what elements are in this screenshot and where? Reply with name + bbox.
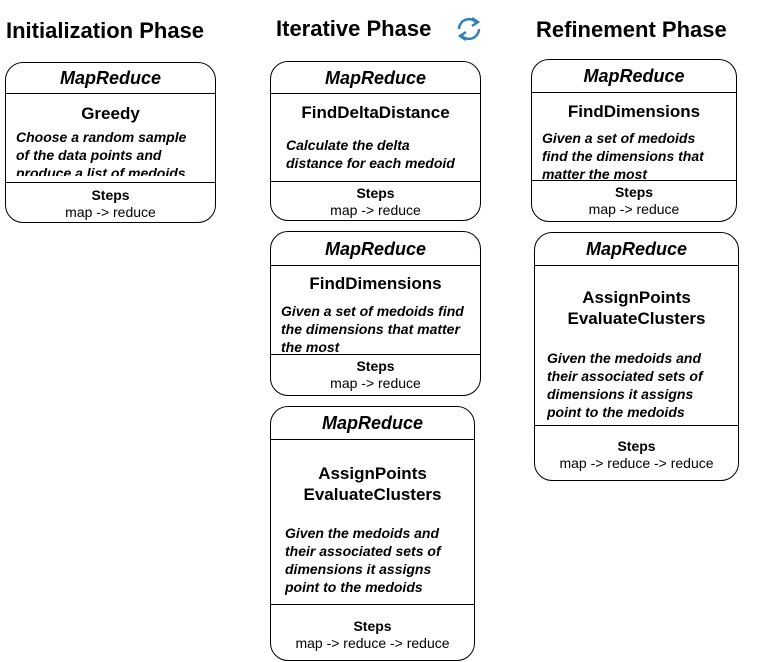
steps-value: map -> reduce xyxy=(65,204,156,220)
steps-label: Steps xyxy=(356,358,395,374)
assign-points-card: MapReduce AssignPoints EvaluateClusters … xyxy=(270,406,475,661)
card-header: MapReduce xyxy=(6,63,215,94)
cycle-arrows-icon xyxy=(457,17,481,41)
card-description: Given a set of medoids find the dimensio… xyxy=(281,303,464,354)
refinement-find-dimensions-card: MapReduce FindDimensions Given a set of … xyxy=(531,59,737,222)
refinement-assign-points-card: MapReduce AssignPoints EvaluateClusters … xyxy=(534,232,739,481)
iterative-phase-title: Iterative Phase xyxy=(276,16,432,41)
steps-value: map -> reduce xyxy=(330,202,421,218)
card-steps: Steps map -> reduce -> reduce xyxy=(271,604,474,660)
card-steps: Steps map -> reduce xyxy=(271,181,480,220)
greedy-card: MapReduce Greedy Choose a random sample … xyxy=(5,62,216,223)
card-steps: Steps map -> reduce -> reduce xyxy=(535,425,738,480)
card-name: FindDeltaDistance xyxy=(301,103,450,122)
card-steps: Steps map -> reduce xyxy=(532,180,736,221)
card-header: MapReduce xyxy=(271,62,480,94)
card-steps: Steps map -> reduce xyxy=(271,354,480,395)
initialization-phase-title: Initialization Phase xyxy=(6,18,205,43)
find-dimensions-card: MapReduce FindDimensions Given a set of … xyxy=(270,231,481,396)
card-header: MapReduce xyxy=(271,407,474,440)
card-description: Calculate the delta distance for each me… xyxy=(286,137,455,171)
steps-value: map -> reduce -> reduce xyxy=(295,635,450,651)
card-description: Given the medoids and their associated s… xyxy=(547,350,703,420)
find-delta-distance-card: MapReduce FindDeltaDistance Calculate th… xyxy=(270,61,481,221)
card-name: AssignPoints EvaluateClusters xyxy=(567,288,706,328)
card-header: MapReduce xyxy=(532,60,736,93)
card-name: AssignPoints EvaluateClusters xyxy=(303,464,442,504)
steps-label: Steps xyxy=(617,438,656,454)
steps-value: map -> reduce xyxy=(588,201,680,217)
refinement-phase-title: Refinement Phase xyxy=(536,17,727,42)
card-steps: Steps map -> reduce xyxy=(6,182,215,222)
card-header: MapReduce xyxy=(535,233,738,266)
card-header: MapReduce xyxy=(271,232,480,266)
steps-label: Steps xyxy=(356,185,395,201)
steps-value: map -> reduce -> reduce xyxy=(559,455,714,471)
steps-value: map -> reduce xyxy=(330,375,421,391)
card-name: Greedy xyxy=(81,104,140,123)
steps-label: Steps xyxy=(614,184,654,200)
card-name: FindDimensions xyxy=(309,274,442,293)
steps-label: Steps xyxy=(91,187,130,203)
card-description: Given the medoids and their associated s… xyxy=(285,525,441,595)
card-name: FindDimensions xyxy=(567,102,701,121)
steps-label: Steps xyxy=(353,618,392,634)
card-description: Choose a random sample of the data point… xyxy=(16,129,187,176)
card-description: Given a set of medoids find the dimensio… xyxy=(542,130,704,182)
